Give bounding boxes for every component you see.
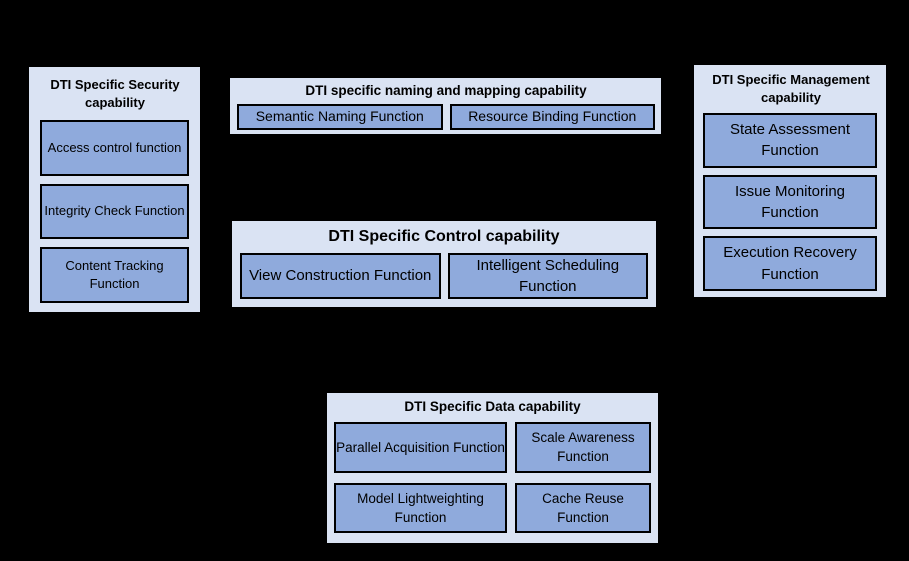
management-capability-group: DTI Specific Management capability State… <box>692 63 888 299</box>
naming-function-list: Semantic Naming Function Resource Bindin… <box>237 104 655 130</box>
data-function-list: Parallel Acquisition Function Scale Awar… <box>334 422 651 533</box>
function-box-issue-monitoring: Issue Monitoring Function <box>703 174 877 230</box>
function-box-semantic-naming: Semantic Naming Function <box>237 104 443 130</box>
function-box-view-construction: View Construction Function <box>240 252 441 299</box>
security-capability-group: DTI Specific Security capability Access … <box>27 65 202 314</box>
function-box-parallel-acquisition: Parallel Acquisition Function <box>334 422 507 473</box>
management-function-list: State Assessment Function Issue Monitori… <box>703 113 877 292</box>
function-box-resource-binding: Resource Binding Function <box>449 104 655 130</box>
control-capability-title: DTI Specific Control capability <box>328 228 560 245</box>
naming-mapping-capability-group: DTI specific naming and mapping capabili… <box>228 76 663 136</box>
function-box-model-lightweighting: Model Lightweighting Function <box>334 482 507 533</box>
function-box-intelligent-scheduling: Intelligent Scheduling Function <box>447 252 648 299</box>
function-box-cache-reuse: Cache Reuse Function <box>515 482 651 533</box>
data-capability-title: DTI Specific Data capability <box>404 399 581 414</box>
function-box-content-tracking: Content Tracking Function <box>40 247 189 304</box>
function-box-scale-awareness: Scale Awareness Function <box>515 422 651 473</box>
management-capability-title: DTI Specific Management capability <box>712 72 870 105</box>
security-function-list: Access control function Integrity Check … <box>40 120 189 304</box>
data-capability-group: DTI Specific Data capability Parallel Ac… <box>325 391 660 545</box>
security-capability-title: DTI Specific Security capability <box>50 77 180 110</box>
naming-mapping-capability-title: DTI specific naming and mapping capabili… <box>305 83 587 98</box>
control-function-list: View Construction Function Intelligent S… <box>240 252 648 299</box>
function-box-integrity-check: Integrity Check Function <box>40 183 189 240</box>
function-box-access-control: Access control function <box>40 120 189 176</box>
function-box-execution-recovery: Execution Recovery Function <box>703 236 877 292</box>
control-capability-group: DTI Specific Control capability View Con… <box>230 219 658 309</box>
function-box-state-assessment: State Assessment Function <box>703 113 877 168</box>
